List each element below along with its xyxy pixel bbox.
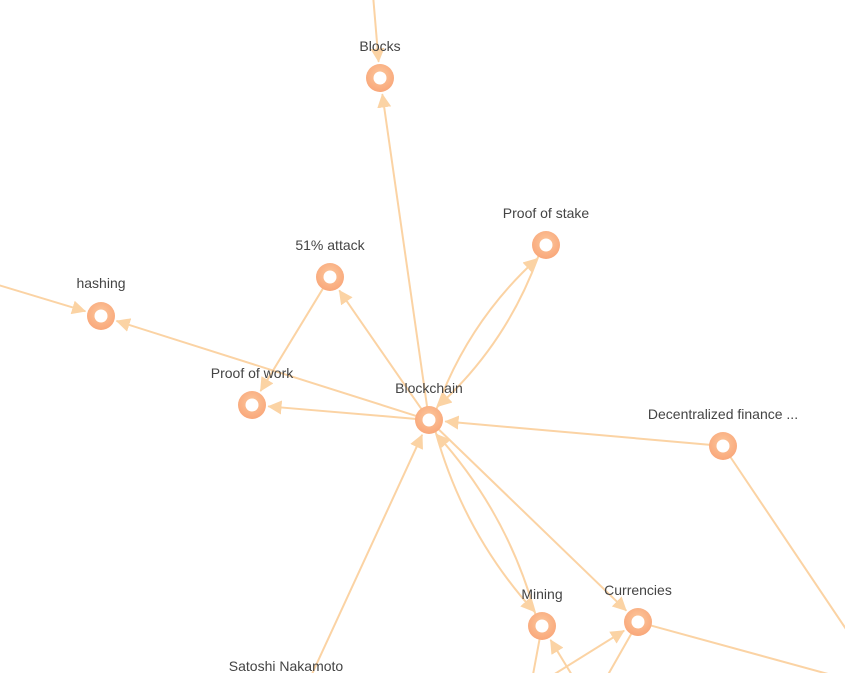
node-label: Blockchain: [395, 380, 463, 396]
node-core: [535, 619, 549, 633]
node-core: [422, 413, 436, 427]
edge-blockchain-to-attack-51: [338, 289, 423, 410]
edge-blockchain-to-currencies: [438, 428, 627, 612]
edge-proof-of-stake-to-blockchain: [437, 255, 540, 407]
node-defi[interactable]: Decentralized finance ...: [648, 406, 798, 460]
edge-offscreen-top-to-blocks: [370, 0, 385, 63]
node-label: Decentralized finance ...: [648, 406, 798, 422]
node-core: [716, 439, 730, 453]
node-core: [373, 71, 387, 85]
edge-offscreen-bottom-c-to-currencies: [554, 629, 625, 673]
edge-blockchain-to-hashing: [115, 318, 417, 417]
node-core: [631, 615, 645, 629]
node-hashing[interactable]: hashing: [76, 275, 126, 330]
edge-offscreen-left-to-hashing: [0, 284, 87, 315]
edge-mining-to-blockchain: [436, 433, 537, 615]
node-currencies[interactable]: Currencies: [604, 582, 672, 636]
node-label: Currencies: [604, 582, 672, 598]
node-label: Mining: [521, 586, 562, 602]
node-proof-of-stake[interactable]: Proof of stake: [503, 205, 590, 259]
edge-blockchain-to-blocks: [377, 93, 429, 408]
node-core: [94, 309, 108, 323]
edge-blockchain-to-proof-of-work: [267, 400, 417, 420]
node-core: [245, 398, 259, 412]
edge-satoshi-to-blockchain: [311, 434, 423, 673]
edge-currencies-to-offscreen-right: [650, 624, 829, 673]
node-label: Proof of work: [211, 365, 294, 381]
node-label: hashing: [76, 275, 125, 291]
edge-offscreen-bottom-b-to-mining: [549, 639, 572, 673]
node-label: Blocks: [359, 38, 400, 54]
edge-defi-to-offscreen-bottom-right: [729, 456, 845, 630]
node-blockchain[interactable]: Blockchain: [395, 380, 463, 434]
node-core: [323, 270, 337, 284]
edge-attack-51-to-proof-of-work: [259, 287, 324, 392]
edge-blockchain-to-mining: [434, 431, 535, 613]
edge-blockchain-to-proof-of-stake: [435, 258, 538, 410]
node-proof-of-work[interactable]: Proof of work: [211, 365, 294, 419]
node-satoshi[interactable]: Satoshi Nakamoto: [229, 658, 344, 673]
node-blocks[interactable]: Blocks: [359, 38, 401, 92]
node-label: 51% attack: [295, 237, 365, 253]
edge-defi-to-blockchain: [444, 415, 711, 446]
node-mining[interactable]: Mining: [521, 586, 563, 640]
node-attack-51[interactable]: 51% attack: [295, 237, 366, 291]
node-label: Satoshi Nakamoto: [229, 658, 344, 673]
edge-mining-to-offscreen-bottom-a: [532, 638, 541, 673]
node-core: [539, 238, 553, 252]
edge-currencies-to-offscreen-bottom-d: [607, 633, 633, 673]
node-label: Proof of stake: [503, 205, 590, 221]
